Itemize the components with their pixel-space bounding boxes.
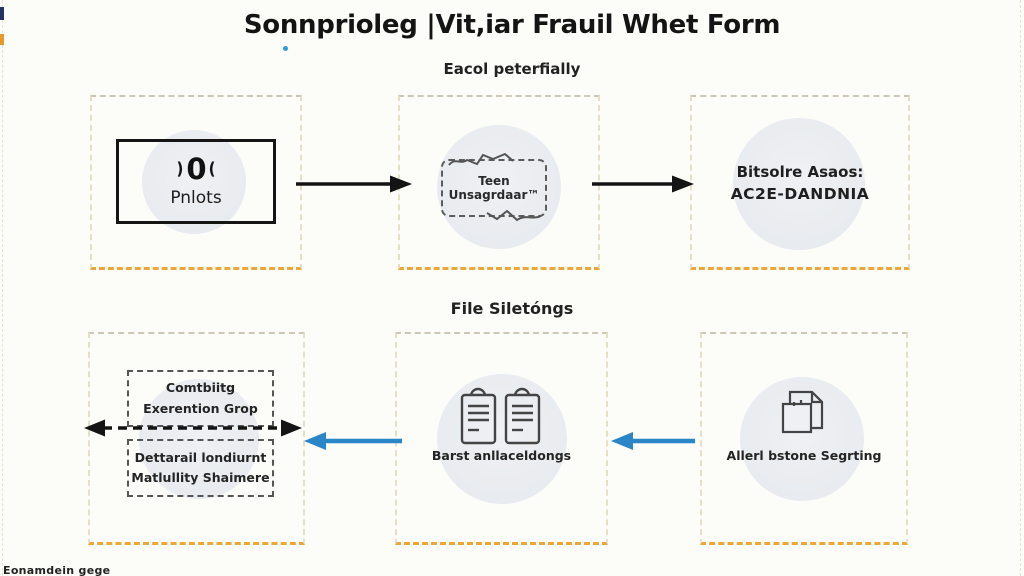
torn-note-icon: Teen Unsagrdaar™ xyxy=(441,152,547,222)
clipboards-label: Barst anllaceldongs xyxy=(431,448,572,463)
coin-right-mark: ( xyxy=(208,159,216,179)
torn-note-label: Teen Unsagrdaar™ xyxy=(448,174,540,202)
edge-orange-mark xyxy=(0,34,4,45)
store-id-line2: AC2E-DANDNIA xyxy=(730,185,870,203)
bottom-note-line1: Dettarail londiurnt xyxy=(134,449,267,465)
bottom-note-line2: Matlullity Shaimere xyxy=(131,470,270,485)
coin-icon: )0( xyxy=(177,155,216,184)
top-note: Comtbiitg Exerention Grop xyxy=(127,370,274,427)
pnlots-label: Pnlots xyxy=(170,188,222,208)
copy-pages-label: Allerl bstone Segrting xyxy=(726,448,882,463)
bottom-note: Dettarail londiurnt Matlullity Shaimere xyxy=(127,439,274,497)
store-id-line1: Bitsolre Asaos: xyxy=(736,163,864,181)
torn-edge-squiggle-bottom xyxy=(486,209,542,222)
background-circle xyxy=(437,374,567,504)
clipboards-icon xyxy=(459,386,545,452)
page-subtitle: Eacol peterfially xyxy=(443,60,581,78)
top-box-torn-note: Teen Unsagrdaar™ xyxy=(398,95,600,270)
section-label: File Siletóngs xyxy=(450,299,574,318)
top-box-store-id: Bitsolre Asaos: AC2E-DANDNIA xyxy=(690,95,910,270)
copy-pages-icon xyxy=(774,388,830,448)
arrow-right-2 xyxy=(592,175,694,193)
bottom-box-clipboards: Barst anllaceldongs xyxy=(395,332,608,545)
background-circle xyxy=(437,125,561,249)
top-note-line1: Comtbiitg xyxy=(165,380,236,396)
background-circle xyxy=(142,130,246,234)
arrow-right-1 xyxy=(296,175,412,193)
bottom-box-copy-pages: Allerl bstone Segrting xyxy=(700,332,908,545)
left-edge-dashed-line xyxy=(2,0,3,576)
edge-navy-mark xyxy=(0,7,4,20)
coin-zero: 0 xyxy=(186,152,206,186)
coin-left-mark: ) xyxy=(176,159,184,179)
background-circle xyxy=(733,118,865,250)
torn-edge-squiggle-top xyxy=(448,152,514,166)
arrow-blue-left-1 xyxy=(304,432,402,450)
blue-dot xyxy=(283,46,288,51)
footer-caption: Eonamdein gege xyxy=(3,564,111,576)
top-note-line2: Exerention Grop xyxy=(143,400,258,416)
background-circle xyxy=(740,377,864,501)
pnlots-rect: )0( Pnlots xyxy=(116,139,276,224)
bottom-box-notes: Comtbiitg Exerention Grop Dettarail lond… xyxy=(88,332,305,545)
top-box-pnlots: )0( Pnlots xyxy=(90,95,302,270)
right-edge-dashed-line xyxy=(1020,0,1021,576)
page-title: Sonnprioleg |Vit,iar Frauil Whet Form xyxy=(243,10,781,40)
arrow-blue-left-2 xyxy=(611,432,695,450)
